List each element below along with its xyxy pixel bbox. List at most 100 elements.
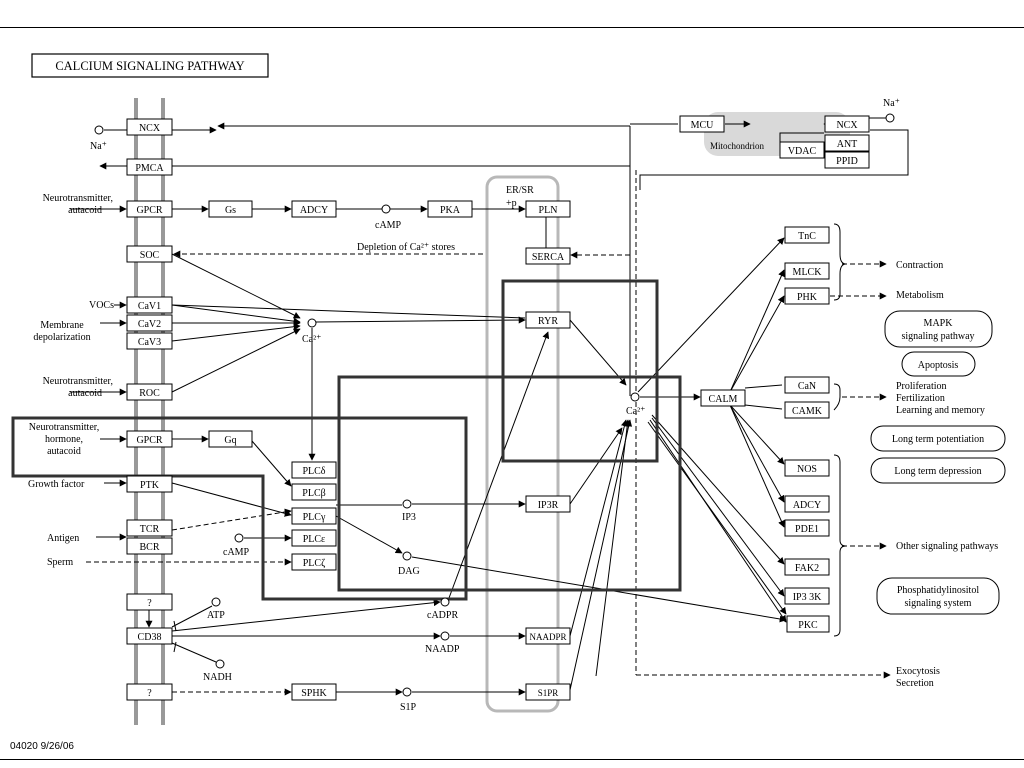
pill-ltp[interactable]: Long term potentiation xyxy=(870,425,1006,452)
pill-mapk[interactable]: MAPK signaling pathway xyxy=(884,310,993,348)
node-cav1[interactable]: CaV1 xyxy=(126,296,173,314)
node-pde1-label: PDE1 xyxy=(795,524,819,535)
label-depolarization: depolarization xyxy=(33,332,90,343)
node-s1pr[interactable]: S1PR xyxy=(525,683,571,701)
label-metabolism: Metabolism xyxy=(896,290,944,301)
node-vdac[interactable]: VDAC xyxy=(779,141,825,159)
node-serca[interactable]: SERCA xyxy=(525,247,571,265)
highlight-region-3 xyxy=(501,279,659,463)
node-naadpr[interactable]: NAADPR xyxy=(525,627,571,645)
cadpr-circle xyxy=(440,597,450,607)
node-ant[interactable]: ANT xyxy=(824,134,870,152)
node-nos-label: NOS xyxy=(797,464,817,475)
node-unknown-1[interactable]: ? xyxy=(126,593,173,611)
node-tcr[interactable]: TCR xyxy=(126,519,173,537)
node-pkc[interactable]: PKC xyxy=(786,615,830,633)
node-plc-gamma[interactable]: PLCγ xyxy=(291,507,337,525)
label-ca-right: Ca²⁺ xyxy=(626,406,645,417)
node-calm[interactable]: CALM xyxy=(700,389,746,407)
node-plc-epsilon[interactable]: PLCε xyxy=(291,529,337,547)
highlight-region-2 xyxy=(337,375,682,592)
node-ncx-left-label: NCX xyxy=(139,123,161,134)
label-secretion: Secretion xyxy=(896,678,934,689)
node-plc-beta-label: PLCβ xyxy=(302,488,325,499)
label-cadpr: cADPR xyxy=(427,610,458,621)
naadp-circle xyxy=(440,631,450,641)
ip3-circle xyxy=(402,499,412,509)
node-cav3[interactable]: CaV3 xyxy=(126,332,173,350)
top-rule xyxy=(0,27,1024,28)
node-ryr[interactable]: RYR xyxy=(525,311,571,329)
node-can[interactable]: CaN xyxy=(784,376,830,394)
node-plc-zeta-label: PLCζ xyxy=(303,558,325,569)
node-ip3r[interactable]: IP3R xyxy=(525,495,571,513)
node-cav2[interactable]: CaV2 xyxy=(126,314,173,332)
na-right-circle xyxy=(885,113,895,123)
node-ppid[interactable]: PPID xyxy=(824,151,870,169)
pill-ltd[interactable]: Long term depression xyxy=(870,457,1006,484)
node-nos[interactable]: NOS xyxy=(784,459,830,477)
node-pln-label: PLN xyxy=(539,205,558,216)
na-left-circle xyxy=(94,125,104,135)
node-gpcr-1[interactable]: GPCR xyxy=(126,200,173,218)
node-pmca[interactable]: PMCA xyxy=(126,158,173,176)
node-soc-label: SOC xyxy=(140,250,160,261)
label-other-pathways: Other signaling pathways xyxy=(896,541,998,552)
node-adcy-1[interactable]: ADCY xyxy=(291,200,337,218)
node-ip3-3k[interactable]: IP3 3K xyxy=(784,587,830,605)
s1p-circle xyxy=(402,687,412,697)
node-mlck[interactable]: MLCK xyxy=(784,262,830,280)
node-s1pr-label: S1PR xyxy=(538,688,559,698)
label-exocytosis: Exocytosis xyxy=(896,666,940,677)
label-contraction: Contraction xyxy=(896,260,943,271)
node-plc-gamma-label: PLCγ xyxy=(303,512,326,523)
label-nadh: NADH xyxy=(203,672,232,683)
node-adcy-2[interactable]: ADCY xyxy=(784,495,830,513)
node-ryr-label: RYR xyxy=(538,316,558,327)
node-cd38[interactable]: CD38 xyxy=(126,627,173,645)
node-tnc[interactable]: TnC xyxy=(784,226,830,244)
node-pde1[interactable]: PDE1 xyxy=(784,519,830,537)
node-phk[interactable]: PHK xyxy=(784,287,830,305)
pill-phosphatidylinositol[interactable]: Phosphatidylinositol signaling system xyxy=(876,577,1000,615)
node-plc-delta[interactable]: PLCδ xyxy=(291,461,337,479)
node-cd38-label: CD38 xyxy=(138,632,162,643)
node-ptk-label: PTK xyxy=(140,480,160,491)
label-sperm: Sperm xyxy=(47,557,73,568)
node-ppid-label: PPID xyxy=(836,156,858,167)
node-pka[interactable]: PKA xyxy=(427,200,473,218)
node-plc-beta[interactable]: PLCβ xyxy=(291,483,337,501)
node-soc[interactable]: SOC xyxy=(126,245,173,263)
node-ip3-3k-label: IP3 3K xyxy=(793,592,822,603)
label-atp: ATP xyxy=(207,610,225,621)
node-gq-label: Gq xyxy=(224,435,236,446)
node-plc-zeta[interactable]: PLCζ xyxy=(291,553,337,571)
label-naadp: NAADP xyxy=(425,644,460,655)
node-pln[interactable]: PLN xyxy=(525,200,571,218)
node-phk-label: PHK xyxy=(797,292,818,303)
node-pkc-label: PKC xyxy=(798,620,818,631)
pill-apoptosis[interactable]: Apoptosis xyxy=(901,351,976,377)
page-title: CALCIUM SIGNALING PATHWAY xyxy=(55,59,244,73)
er-sr-compartment xyxy=(485,175,560,713)
node-mcu[interactable]: MCU xyxy=(679,115,725,133)
node-fak2-label: FAK2 xyxy=(795,563,819,574)
node-fak2[interactable]: FAK2 xyxy=(784,558,830,576)
node-unknown-2[interactable]: ? xyxy=(126,683,173,701)
node-ant-label: ANT xyxy=(837,139,858,150)
node-gs[interactable]: Gs xyxy=(208,200,253,218)
pill-ltd-label: Long term depression xyxy=(894,466,981,477)
node-camk[interactable]: CAMK xyxy=(784,401,830,419)
label-er-sr: ER/SR xyxy=(506,185,534,196)
node-roc-label: ROC xyxy=(139,388,160,399)
label-neurotransmitter-1a: Neurotransmitter, xyxy=(43,193,113,204)
node-gq[interactable]: Gq xyxy=(208,430,253,448)
node-roc[interactable]: ROC xyxy=(126,383,173,401)
node-ptk[interactable]: PTK xyxy=(126,475,173,493)
node-sphk[interactable]: SPHK xyxy=(291,683,337,701)
node-gpcr-2[interactable]: GPCR xyxy=(126,430,173,448)
node-bcr[interactable]: BCR xyxy=(126,537,173,555)
node-ncx-left[interactable]: NCX xyxy=(126,118,173,136)
node-ncx-mito[interactable]: NCX xyxy=(824,115,870,133)
atp-circle xyxy=(211,597,221,607)
